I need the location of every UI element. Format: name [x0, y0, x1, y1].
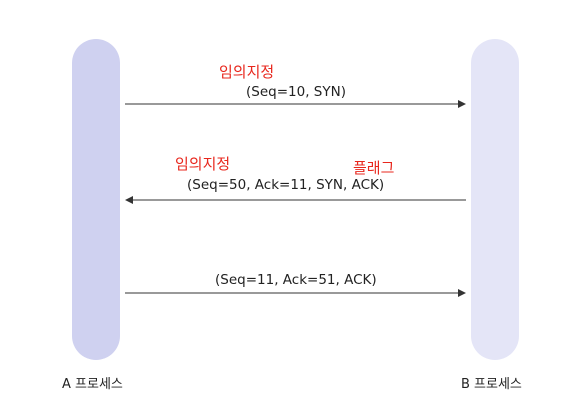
- message-label-syn: (Seq=10, SYN): [246, 84, 346, 100]
- annotation-random-2: 임의지정: [175, 155, 231, 173]
- annotation-flag: 플래그: [353, 159, 395, 177]
- annotation-random-1: 임의지정: [219, 63, 275, 81]
- process-a-label: A 프로세스: [62, 377, 123, 392]
- process-b-label: B 프로세스: [461, 377, 522, 392]
- message-label-syn-ack: (Seq=50, Ack=11, SYN, ACK): [187, 177, 385, 193]
- message-label-ack: (Seq=11, Ack=51, ACK): [215, 272, 377, 288]
- process-a-lifeline: [72, 39, 120, 360]
- process-b-lifeline: [471, 39, 519, 360]
